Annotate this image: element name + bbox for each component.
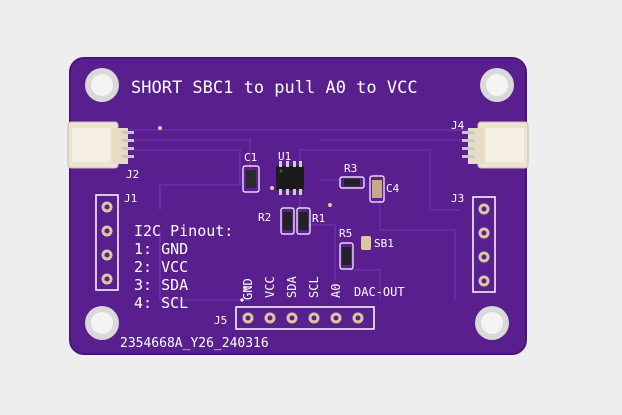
chip-u1 [276,161,304,195]
label-j4: J4 [451,119,465,132]
label-j5: J5 [214,314,227,327]
label-r2: R2 [258,211,271,224]
header-j3 [472,196,496,293]
label-j1: J1 [124,192,137,205]
mounting-hole-bl [85,306,119,340]
pin1-marker [240,298,244,302]
solder-bridge-sb1 [361,236,371,250]
resistor-r1 [296,207,311,235]
label-j3: J3 [451,192,464,205]
connector-j4 [462,121,529,169]
j5-pin-gnd: GND [241,278,255,300]
pinout-line-2: 2: VCC [134,258,188,276]
pcb-board [70,58,526,354]
label-r5: R5 [339,227,352,240]
pinout-line-4: 4: SCL [134,294,188,312]
label-sb1: SB1 [374,237,394,250]
resistor-r2 [280,207,295,235]
pinout-heading: I2C Pinout: [134,222,233,240]
capacitor-c1 [242,165,260,193]
board-title: SHORT SBC1 to pull A0 to VCC [131,78,418,98]
mounting-hole-tr [480,68,514,102]
header-j1 [95,194,119,291]
pcb-vias [158,126,332,290]
j5-pin-dac-out: DAC-OUT [354,285,405,299]
resistor-r5 [339,242,354,270]
pinout-line-3: 3: SDA [134,276,188,294]
j5-pin-vcc: VCC [263,276,277,298]
mounting-hole-tl [85,68,119,102]
mounting-hole-br [475,306,509,340]
board-serial: 2354668A_Y26_240316 [120,336,269,351]
pinout-line-1: 1: GND [134,240,188,258]
label-j2: J2 [126,168,139,181]
pcb-traces [130,129,470,301]
label-c1: C1 [244,151,257,164]
label-c4: C4 [386,182,400,195]
j5-pin-sda: SDA [285,276,299,298]
label-r3: R3 [344,162,357,175]
capacitor-c4 [369,175,385,203]
resistor-r3 [339,176,365,189]
j5-pin-scl: SCL [307,276,321,298]
connector-j2 [67,121,134,169]
j5-pin-a0: A0 [329,284,343,298]
label-u1: U1 [278,150,291,163]
label-r1: R1 [312,212,325,225]
header-j5 [235,306,375,330]
